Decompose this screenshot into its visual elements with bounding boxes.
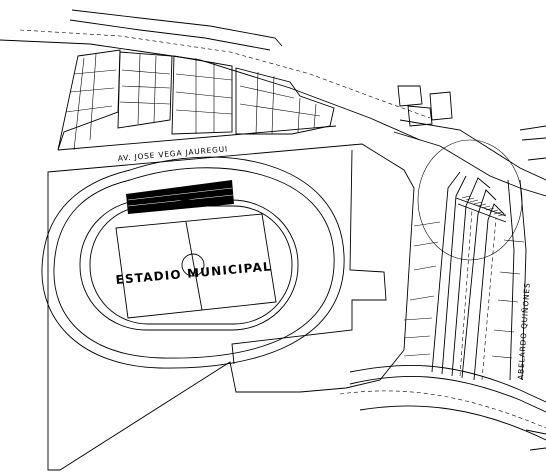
running-track [79,199,299,331]
road-corridor-east [417,139,523,381]
street-lines-north [0,9,431,141]
football-field [115,213,277,319]
urban-blocks-north [57,49,337,151]
stadium-site-boundary [47,143,415,471]
street-lines-south [339,364,546,451]
parcels-corridor [403,179,527,381]
street-east-label: ABELARDO QUIÑONES [516,282,532,380]
grandstand [126,180,234,214]
outer-track-oval [41,156,345,369]
urban-blocks-east [393,85,546,197]
